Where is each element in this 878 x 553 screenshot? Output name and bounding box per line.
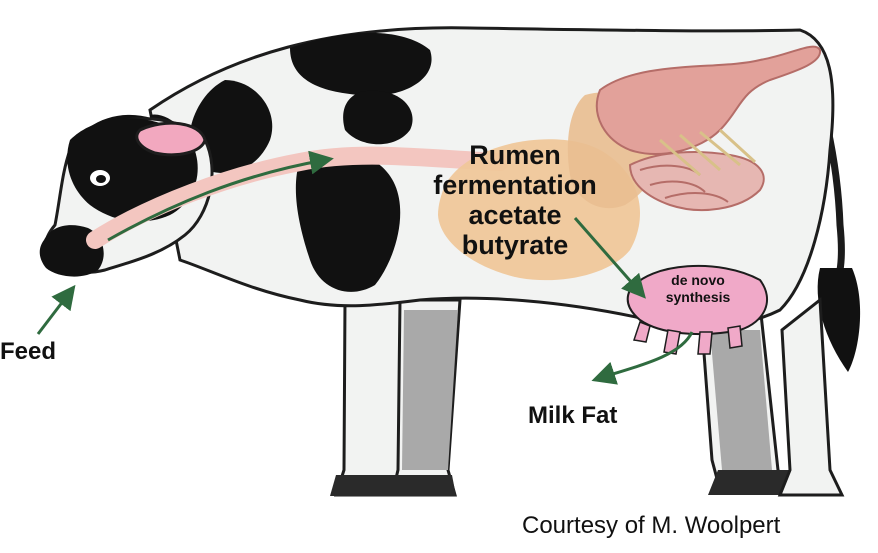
rumen-line-4: butyrate	[461, 230, 569, 260]
milk-fat-label: Milk Fat	[528, 402, 618, 429]
rumen-line-2: fermentation	[433, 170, 597, 200]
rumen-fermentation-label: Rumen fermentation acetate butyrate	[400, 140, 630, 260]
esophagus	[86, 146, 509, 249]
rumen-line-3: acetate	[468, 200, 562, 230]
udder	[626, 264, 769, 355]
credit-label: Courtesy of M. Woolpert	[522, 512, 781, 539]
feed-arrow	[36, 284, 76, 335]
esophagus-arrow	[107, 150, 334, 242]
flow-arrows	[36, 150, 694, 385]
de-novo-line-1: de novo	[671, 272, 725, 288]
intestines	[595, 45, 822, 211]
front-legs	[330, 298, 462, 497]
hind-legs	[698, 297, 845, 497]
udder-to-milk-arrow	[591, 331, 694, 385]
feed-label: Feed	[0, 338, 57, 365]
rumen-to-udder-arrow	[573, 217, 646, 299]
de-novo-line-2: synthesis	[665, 289, 731, 305]
rumen-line-1: Rumen	[469, 140, 561, 170]
de-novo-synthesis-label: de novo synthesis	[648, 272, 748, 306]
